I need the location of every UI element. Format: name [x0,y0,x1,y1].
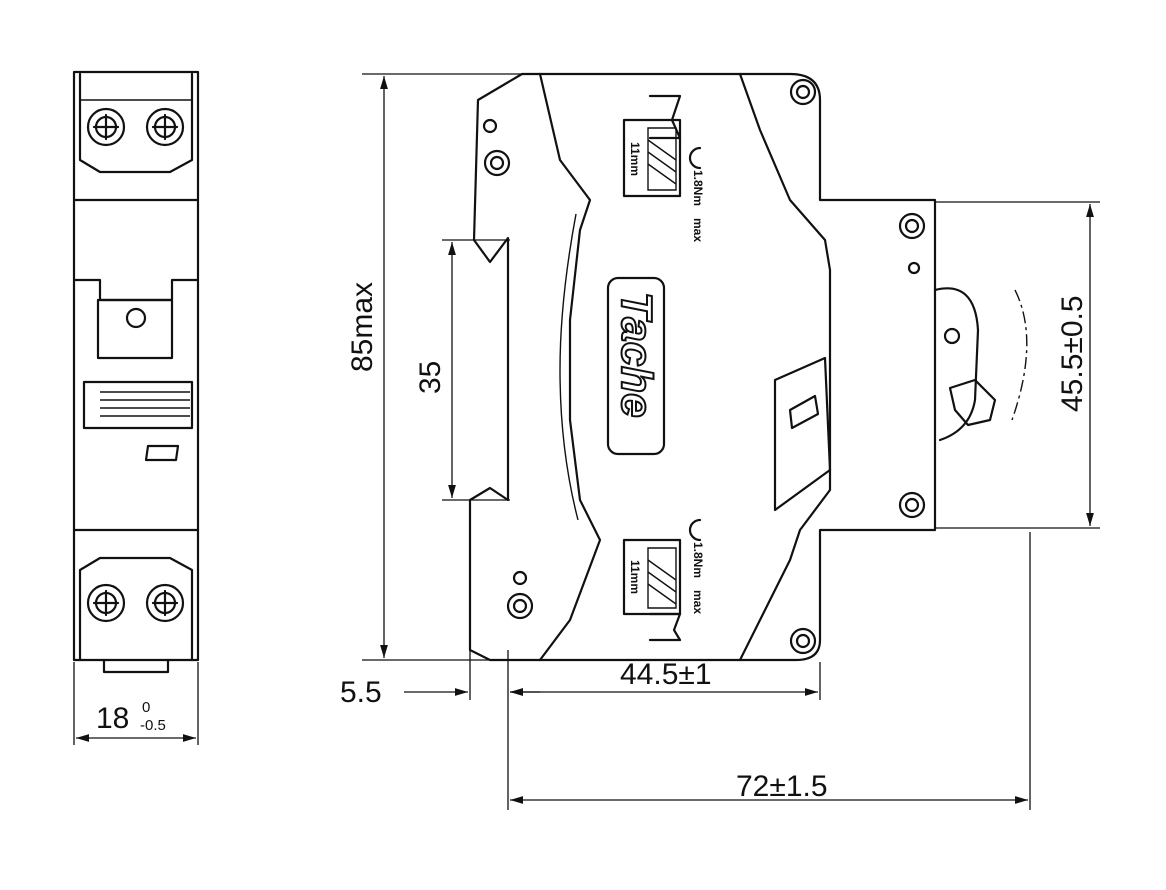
dimension-lines: 85max 35 5.5 44.5±1 72±1.5 45.5±0.5 [340,73,1100,810]
toggle-knob-icon [948,378,997,427]
upper-torque-max: max [691,218,705,242]
upper-torque-label: 1.8Nm [691,170,705,206]
top-right-screw-icon [145,107,185,147]
offset-value: 5.5 [340,676,382,709]
width-front-tol-upper: 0 [142,699,150,716]
front-height-value: 45.5±0.5 [1056,295,1089,412]
bottom-right-rivet-icon [789,627,817,655]
front-view: 18 0 -0.5 [72,70,200,745]
upper-terminal-symbol: 11mm 1.8Nm max [622,94,705,242]
side-view: Tache 11mm 1.8Nm max 11mm 1.8Nm [468,72,1028,662]
bottom-right-screw-icon [145,583,185,623]
rail-value: 35 [414,361,447,394]
upper-strip-length: 11mm [628,142,642,176]
total-depth-value: 72±1.5 [736,770,828,803]
top-left-screw-icon [86,107,126,147]
brand-logo: Tache [612,292,661,418]
toggle-lever [82,380,194,430]
height-max-value: 85max [346,282,379,372]
upper-rivet-icon [483,149,511,177]
lower-torque-max: max [691,590,705,614]
lower-strip-length: 11mm [628,560,642,594]
lower-torque-arrow-icon [688,518,702,542]
lower-rivet-icon [506,592,534,620]
width-front-value: 18 [96,702,129,735]
brand-plate [606,276,666,456]
bottom-left-screw-icon [86,583,126,623]
width-front-tol-lower: -0.5 [140,717,166,734]
lower-torque-label: 1.8Nm [691,542,705,578]
lower-terminal-symbol: 11mm 1.8Nm max [622,518,705,642]
upper-torque-arrow-icon [688,146,702,170]
body-depth-value: 44.5±1 [620,658,712,691]
top-right-rivet-icon [789,78,817,106]
lever-slot-icon [788,394,820,430]
indicator-icon [125,307,147,329]
